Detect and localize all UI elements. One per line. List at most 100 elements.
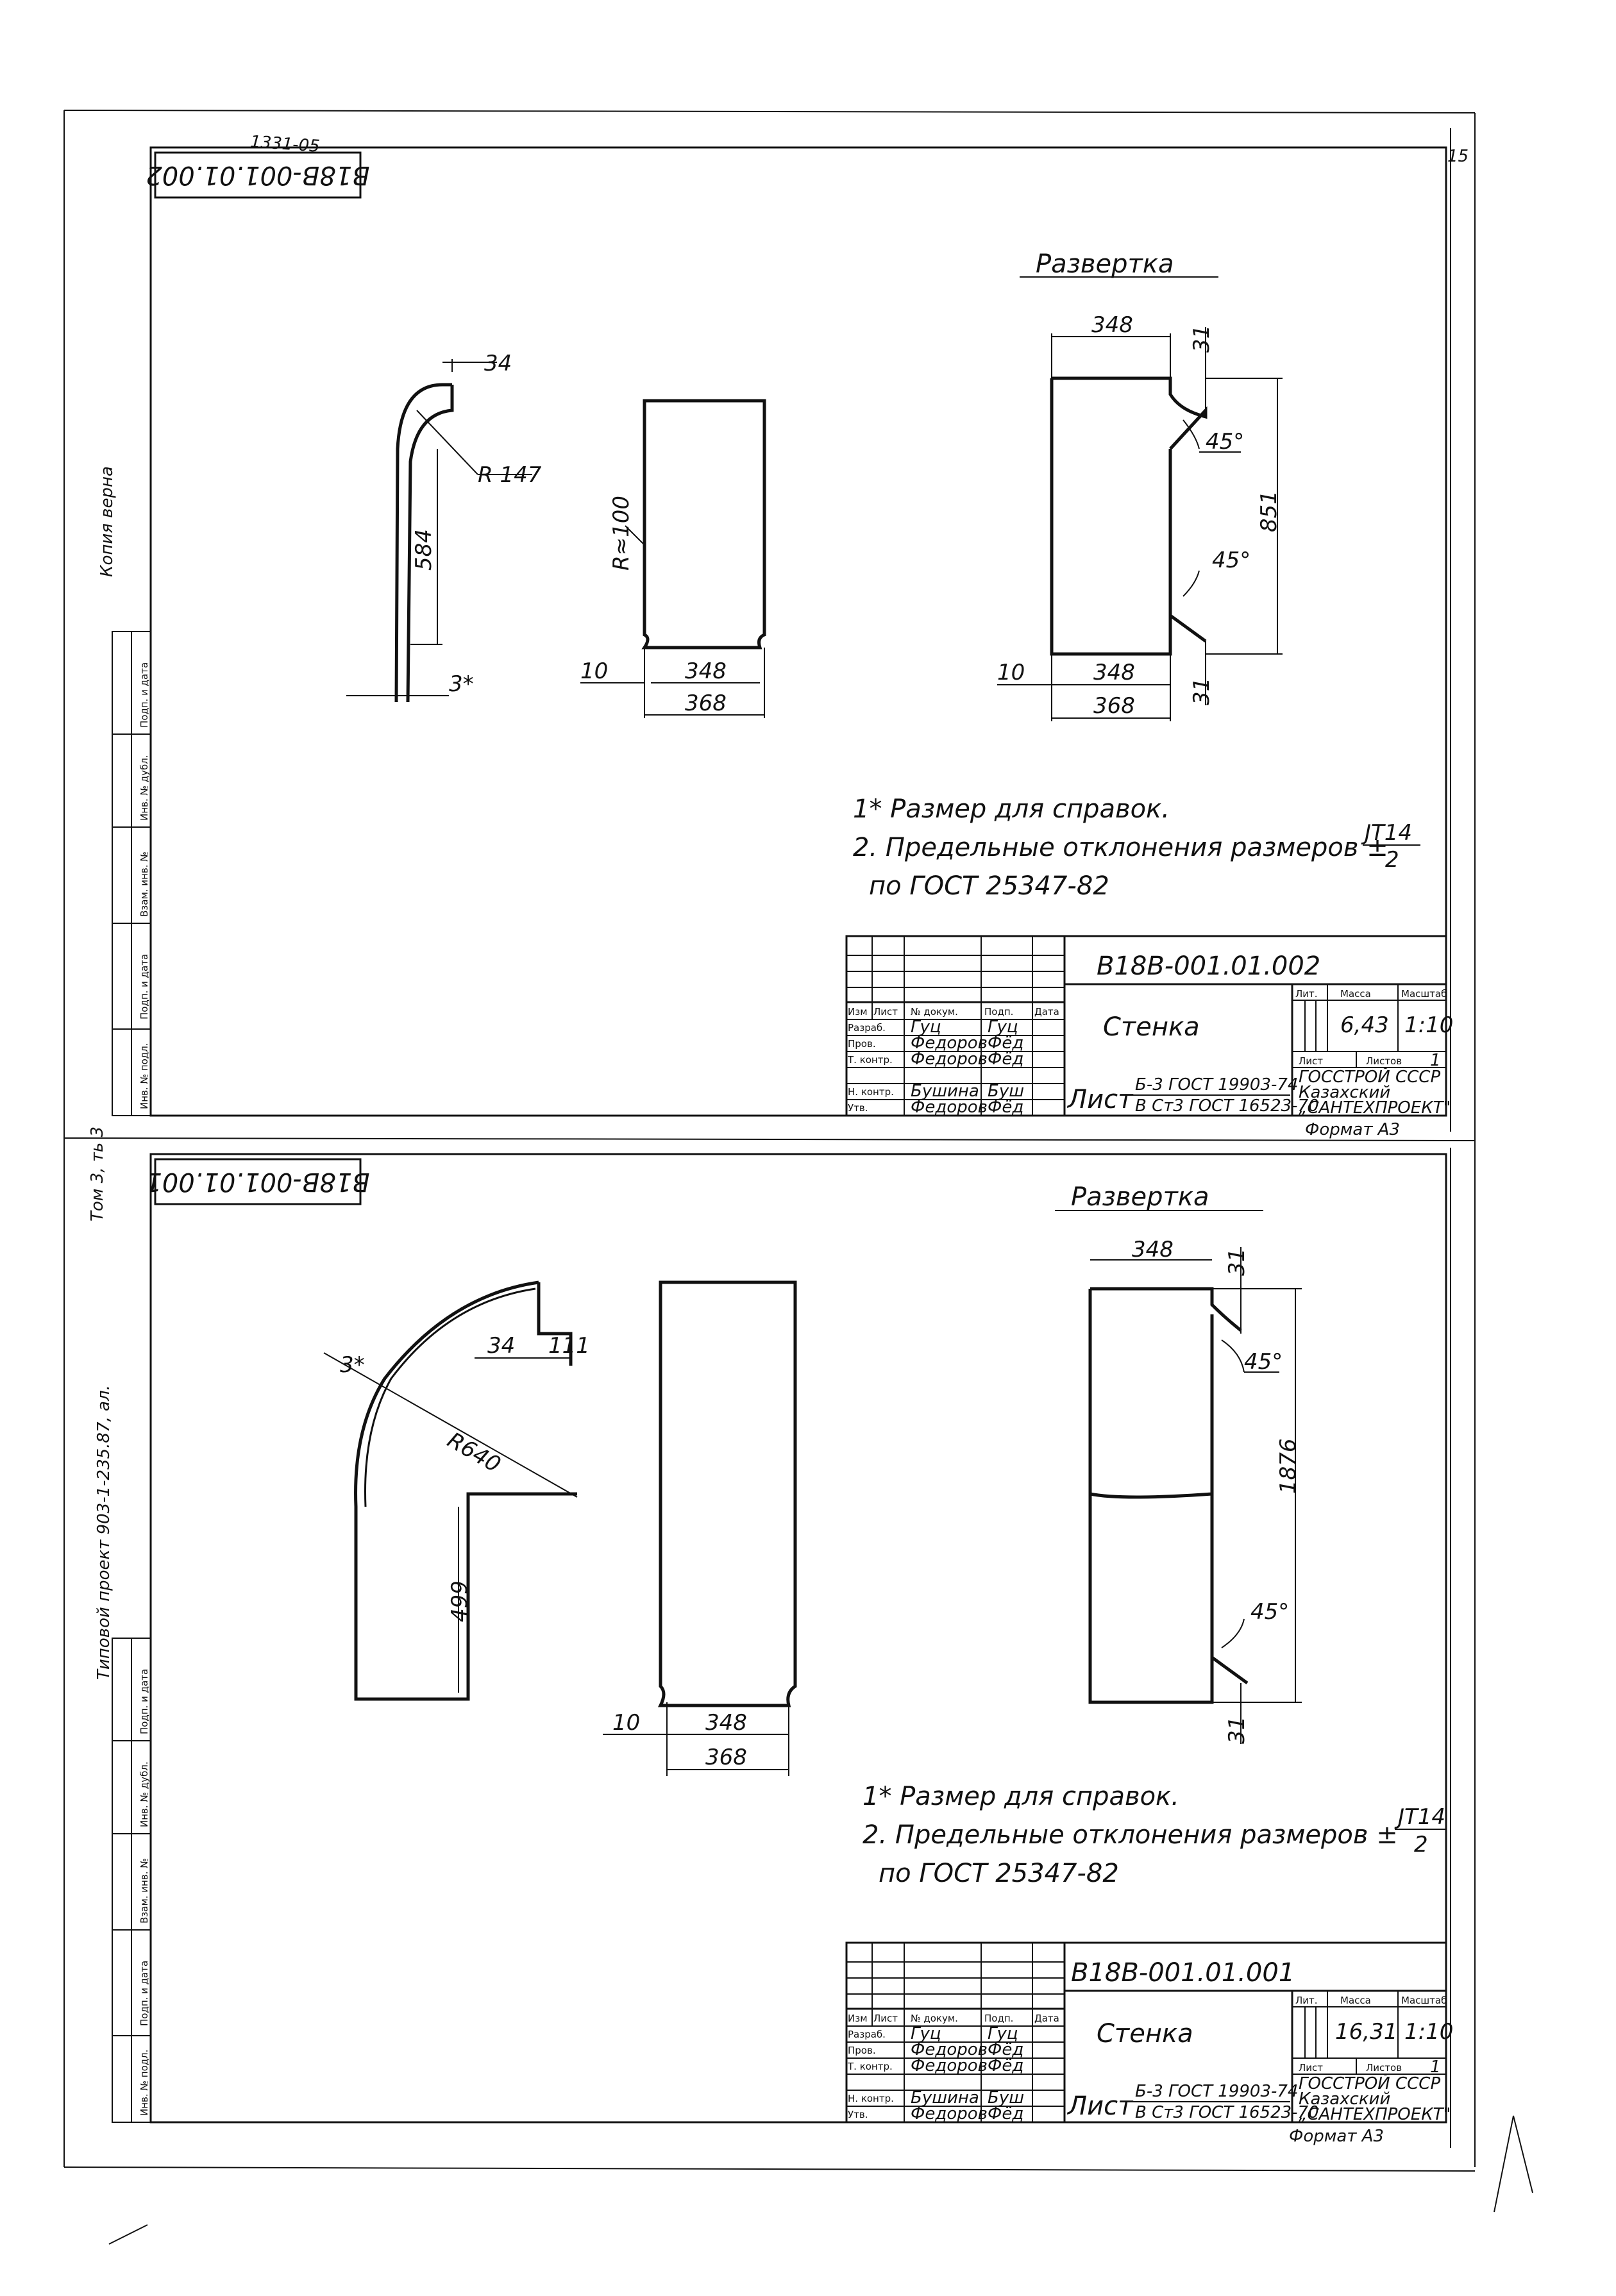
lower-sheets-total: 1 xyxy=(1430,2057,1441,2077)
upper-title-block: В18В-001.01.002 Стенка Изм Лист № докум.… xyxy=(845,935,1453,1139)
upper-head-izm: Изм xyxy=(848,1006,868,1018)
lower-org-2: Казахский xyxy=(1299,2090,1390,2109)
copy-verified-stamp: Копия верна xyxy=(97,466,117,577)
upper-unfold-dim-10: 10 xyxy=(997,660,1025,685)
upper-sheet-dim-348: 348 xyxy=(685,658,727,684)
lower-unfold-dim-1876: 1876 xyxy=(1275,1438,1301,1494)
lower-dim-r640: R640 xyxy=(443,1427,505,1478)
left-margin-stamps: Копия верна Типовой проект 903-1-235.87,… xyxy=(88,466,117,1680)
lower-profile-view: R640 3* 34 111 499 xyxy=(323,1280,590,1701)
upper-material-prefix: Лист xyxy=(1066,1085,1134,1114)
upper-note-2: 2. Предельные отклонения размеров ± xyxy=(853,833,1388,862)
lower-org-1: ГОССТРОЙ СССР xyxy=(1299,2073,1440,2093)
lower-tolerance-num: JT14 xyxy=(1394,1804,1445,1830)
upper-dim-r147: R 147 xyxy=(478,462,542,488)
upper-col-mass: Масса xyxy=(1340,988,1371,1000)
lower-part-name: Стенка xyxy=(1097,2019,1193,2049)
upper-role-1: Разраб. xyxy=(848,1022,886,1034)
upper-col-scale: Масштаб xyxy=(1401,988,1447,1000)
lower-sheet-dim-348: 348 xyxy=(705,1710,747,1736)
upper-tolerance-den: 2 xyxy=(1385,847,1399,873)
side-label-podp-data-1: Подп. и дата xyxy=(139,954,150,1019)
upper-unfold-dim-851: 851 xyxy=(1256,490,1282,532)
lower-dim-34: 34 xyxy=(487,1333,515,1359)
upper-unfold-notch-bottom: 31 xyxy=(1189,678,1215,705)
lower-sheets-label: Листов xyxy=(1366,2062,1402,2074)
lower-sheet-dim-10: 10 xyxy=(612,1710,640,1736)
lower-sign-5: Буш xyxy=(988,2088,1024,2107)
upper-org-2: Казахский xyxy=(1299,1083,1390,1102)
upper-note-1: 1* Размер для справок. xyxy=(853,794,1170,824)
upper-role-2: Пров. xyxy=(848,1038,876,1050)
lower-mass: 16,31 xyxy=(1335,2019,1397,2045)
upper-sheets-label: Листов xyxy=(1366,1055,1402,1067)
lower-sign-6: Фёд xyxy=(988,2104,1023,2124)
lower-scale: 1:10 xyxy=(1404,2019,1453,2045)
lower-head-date: Дата xyxy=(1034,2013,1059,2024)
upper-sign-6: Фёд xyxy=(988,1098,1023,1117)
lower-unfold-dim-348-top: 348 xyxy=(1132,1237,1174,1262)
lower-note-2: 2. Предельные отклонения размеров ± xyxy=(863,1820,1398,1850)
upper-dim-3-star: 3* xyxy=(449,671,474,697)
upper-sheet-label: Лист xyxy=(1299,1055,1323,1067)
upper-name-5: Бушина xyxy=(911,1082,979,1101)
upper-sheet-dim-10: 10 xyxy=(580,658,608,684)
lower-sign-1: Гуц xyxy=(988,2024,1018,2043)
lower-dim-111: 111 xyxy=(548,1333,590,1359)
upper-head-list: Лист xyxy=(873,1006,898,1018)
lower-material-top: Б-3 ГОСТ 19903-74 xyxy=(1135,2082,1298,2101)
lower-unfold-view: Развертка 348 1876 31 31 45° 45° xyxy=(1055,1182,1302,1744)
lower-col-scale: Масштаб xyxy=(1401,1995,1447,2006)
lower-code-box xyxy=(154,1158,362,1205)
upper-sheets-total: 1 xyxy=(1430,1051,1441,1070)
lower-org-3: „САНТЕХПРОЕКТ" xyxy=(1299,2105,1451,2124)
upper-role-6: Утв. xyxy=(848,1102,868,1114)
lower-head-doc: № докум. xyxy=(911,2013,958,2024)
upper-sign-3: Фёд xyxy=(988,1050,1023,1069)
upper-unfold-notch-top: 31 xyxy=(1189,325,1215,353)
upper-unfold-view: Развертка 348 851 31 31 45° 45° xyxy=(997,249,1283,721)
lower-name-2: Федоров xyxy=(911,2040,988,2059)
upper-role-5: Н. контр. xyxy=(848,1086,894,1098)
lower-side-label-podp-data-2: Подп. и дата xyxy=(139,1669,150,1734)
sheet-page-number: 15 xyxy=(1447,147,1469,166)
lower-sheet-view: 348 368 10 xyxy=(603,1280,797,1776)
lower-role-2: Пров. xyxy=(848,2045,876,2056)
lower-note-1: 1* Размер для справок. xyxy=(863,1782,1179,1811)
lower-sheet-label: Лист xyxy=(1299,2062,1323,2074)
upper-note-3: по ГОСТ 25347-82 xyxy=(869,871,1109,901)
upper-unfold-dim-348: 348 xyxy=(1093,660,1135,685)
lower-unfold-title: Развертка xyxy=(1071,1182,1209,1212)
upper-sign-1: Гуц xyxy=(988,1018,1018,1037)
lower-material-bottom: В Ст3 ГОСТ 16523-70 xyxy=(1135,2103,1319,2122)
scan-marks xyxy=(108,2115,1533,2245)
upper-sheet-view: 348 368 10 R≈100 xyxy=(580,399,766,718)
upper-part-name: Стенка xyxy=(1103,1012,1200,1042)
upper-code-box xyxy=(154,151,362,199)
upper-head-doc: № докум. xyxy=(911,1006,958,1018)
lower-side-table: Инв. № подл. Подп. и дата Взам. инв. № И… xyxy=(112,1638,151,2123)
upper-tolerance-num: JT14 xyxy=(1361,820,1412,846)
upper-col-lit: Лит. xyxy=(1295,988,1318,1000)
upper-notes: 1* Размер для справок. 2. Предельные отк… xyxy=(853,794,1420,901)
upper-sign-5: Буш xyxy=(988,1082,1024,1101)
upper-org-3: „САНТЕХПРОЕКТ" xyxy=(1299,1098,1451,1118)
lower-mirror-code: В18В-001.01.001 xyxy=(146,1167,369,1196)
upper-scale: 1:10 xyxy=(1404,1012,1453,1038)
lower-head-list: Лист xyxy=(873,2013,898,2024)
side-label-podp-data-2: Подп. и дата xyxy=(139,662,150,728)
lower-side-label-podp-data-1: Подп. и дата xyxy=(139,1961,150,2026)
upper-org-1: ГОССТРОЙ СССР xyxy=(1299,1066,1440,1087)
lower-head-sign: Подп. xyxy=(984,2013,1013,2024)
lower-unfold-angle-bottom: 45° xyxy=(1250,1599,1289,1625)
upper-name-3: Федоров xyxy=(911,1050,988,1069)
lower-name-6: Федоров xyxy=(911,2104,988,2124)
upper-mirror-code: В18В-001.01.002 xyxy=(146,160,369,190)
side-label-vzam-inv: Взам. инв. № xyxy=(139,851,150,917)
upper-head-sign: Подп. xyxy=(984,1006,1013,1018)
lower-side-label-inv-dubl: Инв. № дубл. xyxy=(139,1761,150,1827)
lower-side-label-vzam-inv: Взам. инв. № xyxy=(139,1858,150,1923)
lower-role-3: Т. контр. xyxy=(847,2061,893,2072)
lower-role-1: Разраб. xyxy=(848,2029,886,2040)
lower-name-3: Федоров xyxy=(911,2056,988,2075)
